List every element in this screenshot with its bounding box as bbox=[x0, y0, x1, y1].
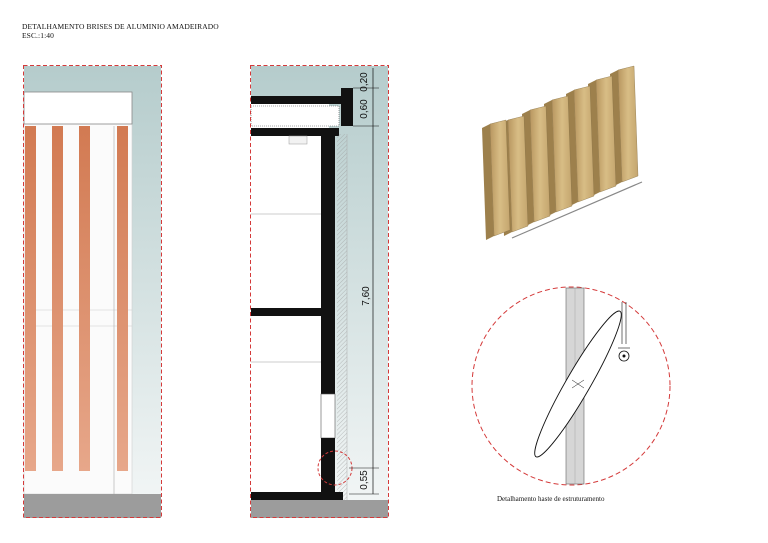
brise-2 bbox=[52, 126, 63, 471]
title-line-1: DETALHAMENTO BRISES DE ALUMINIO AMADEIRA… bbox=[22, 22, 219, 31]
brise-4 bbox=[117, 126, 128, 471]
brise-1 bbox=[25, 126, 36, 471]
brise-3 bbox=[79, 126, 90, 471]
roof-slab bbox=[23, 91, 133, 125]
frame-dashed bbox=[23, 65, 162, 518]
support-rail bbox=[511, 181, 643, 239]
ground bbox=[24, 494, 161, 518]
beam-column bbox=[321, 128, 335, 458]
floor-slab bbox=[251, 492, 343, 500]
parapet bbox=[341, 88, 353, 126]
detail-caption: Detalhamento haste de estruturamento bbox=[497, 495, 605, 503]
ground-section bbox=[251, 500, 388, 518]
dim-second: 0,60 bbox=[359, 99, 370, 119]
dim-bottom: 0,55 bbox=[359, 470, 370, 490]
wall-section: 0,20 0,60 7,60 0,55 bbox=[250, 65, 389, 518]
sheet-title: DETALHAMENTO BRISES DE ALUMINIO AMADEIRA… bbox=[22, 22, 219, 40]
title-line-2: ESC.:1:40 bbox=[22, 31, 54, 40]
brise-blades bbox=[482, 65, 639, 240]
facade-elevation bbox=[23, 65, 162, 518]
brise-profile bbox=[337, 134, 347, 514]
intermediate-slab bbox=[251, 308, 321, 316]
dim-top: 0,20 bbox=[359, 72, 370, 92]
building-wall bbox=[23, 93, 133, 495]
roof-slab-section bbox=[251, 96, 353, 104]
brise-3d-view bbox=[482, 65, 643, 240]
dim-middle: 7,60 bbox=[361, 286, 372, 306]
frame-dashed-section bbox=[250, 65, 389, 518]
rotation-detail bbox=[471, 286, 671, 486]
